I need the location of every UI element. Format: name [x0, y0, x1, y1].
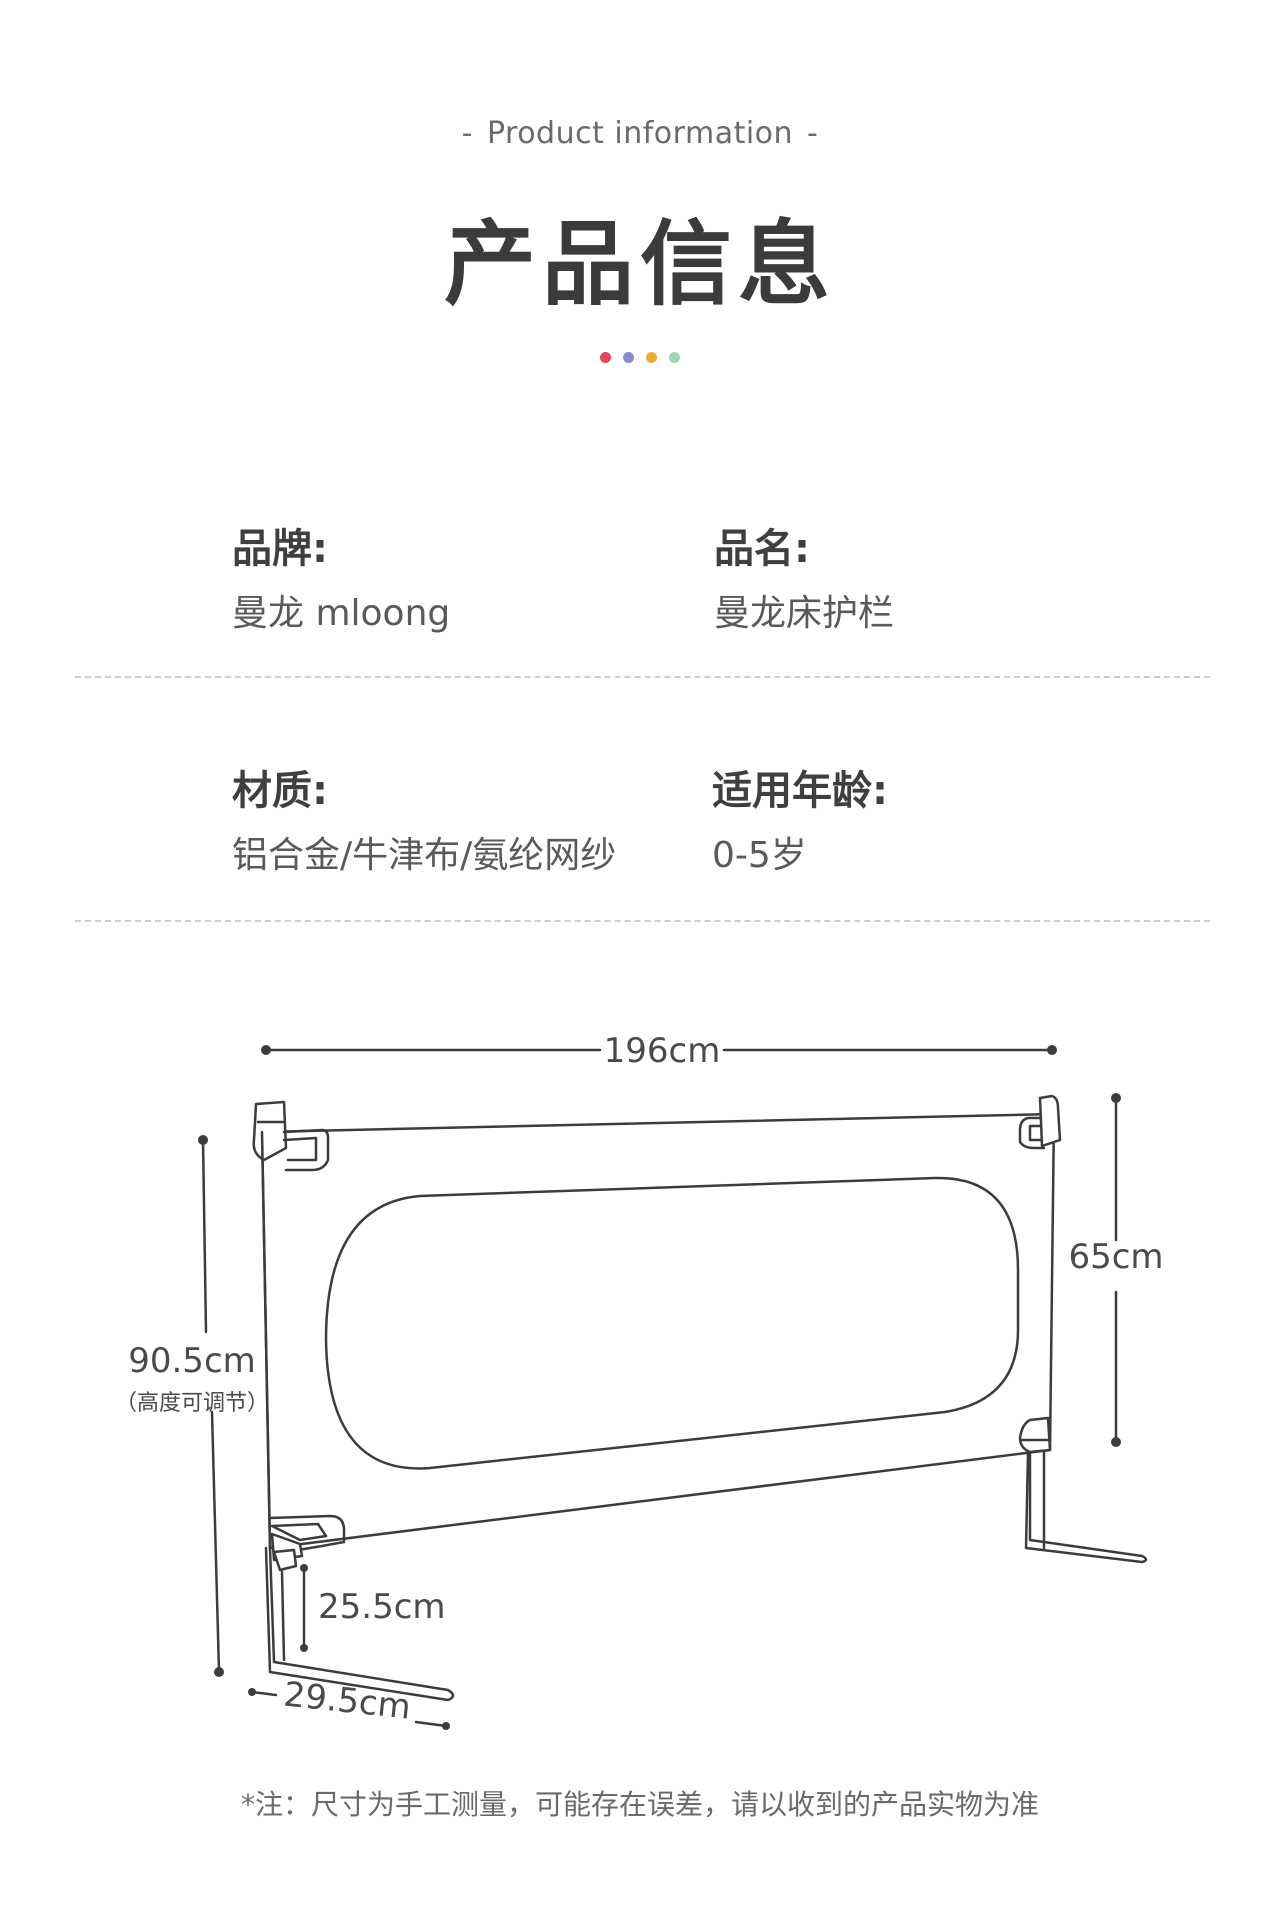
mesh-window [324, 1176, 1020, 1470]
clearance-label: 25.5cm [318, 1587, 446, 1627]
subtitle-dash-right: - [807, 116, 819, 151]
red-dot-icon [600, 352, 611, 363]
age-label: 适用年龄: [712, 768, 888, 814]
right-leg [1024, 1450, 1148, 1564]
panel-height-label: 65cm [1068, 1237, 1163, 1277]
subtitle-text: Product information [486, 116, 794, 151]
brand-label: 品牌: [232, 526, 328, 572]
foot-length-line-right [414, 1720, 448, 1728]
divider-2 [75, 920, 1210, 922]
left-top-clamp [252, 1100, 288, 1162]
foot-length-label: 29.5cm [282, 1675, 413, 1728]
right-bottom-clamp [1018, 1416, 1052, 1454]
footnote: *注：尺寸为手工测量，可能存在误差，请以收到的产品实物为准 [240, 1788, 1039, 1821]
total-height-line-bottom [210, 1410, 221, 1674]
total-height-label: 90.5cm [128, 1341, 256, 1381]
product-name-label: 品名: [714, 526, 810, 572]
brand-value: 曼龙 mloong [232, 593, 451, 634]
section-subtitle: -Product information- [0, 116, 1280, 151]
bed-rail-diagram: 196cm 65cm 90.5cm （高度可调节） 25.5cm 29.5cm [115, 1031, 1164, 1730]
foot-length-line-left [250, 1690, 278, 1697]
age-value: 0-5岁 [712, 835, 807, 876]
product-name-value: 曼龙床护栏 [714, 593, 895, 634]
yellow-dot-icon [646, 352, 657, 363]
adjustable-note: （高度可调节） [115, 1391, 269, 1416]
left-bottom-clamp [268, 1514, 346, 1554]
divider-1 [75, 676, 1210, 678]
right-top-clamp [1038, 1094, 1062, 1148]
green-dot-icon [669, 352, 680, 363]
material-value: 铝合金/牛津布/氨纶网纱 [232, 835, 617, 876]
dimension-endpoints [198, 1045, 1121, 1730]
decorative-dots [0, 352, 1280, 363]
total-height-line-top [201, 1138, 208, 1334]
page-title: 产品信息 [443, 211, 836, 318]
subtitle-dash-left: - [461, 116, 473, 151]
material-label: 材质: [232, 768, 328, 814]
width-label: 196cm [604, 1031, 721, 1071]
left-leg [264, 1546, 455, 1702]
purple-dot-icon [623, 352, 634, 363]
